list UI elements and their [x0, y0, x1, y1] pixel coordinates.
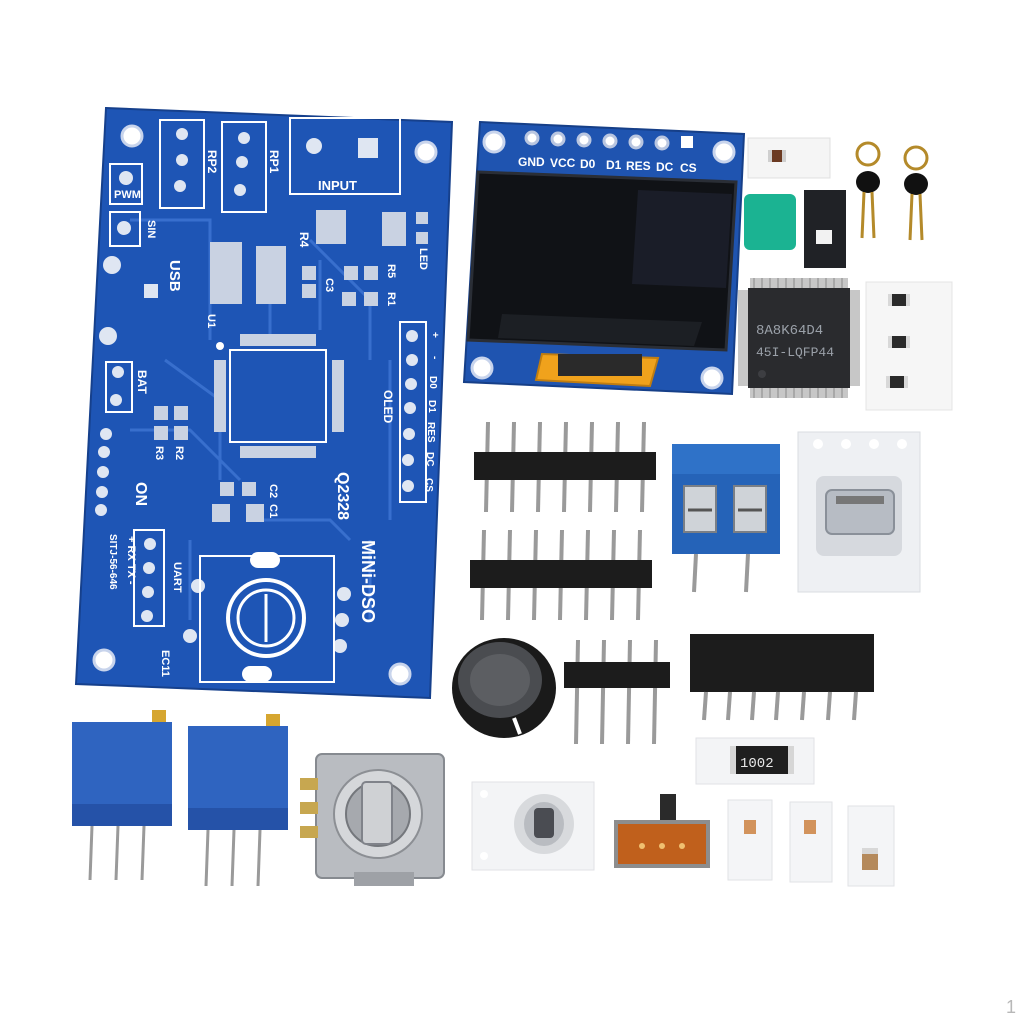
pcb-label-r3: R3	[153, 446, 165, 460]
light-sensor	[471, 781, 595, 871]
pcb-label-oled-pin-5: DC	[424, 452, 435, 466]
smd-resistor-1002: 1002	[695, 737, 815, 785]
oled-pin-label-4: RES	[626, 159, 651, 173]
screw-terminal	[672, 444, 780, 593]
pin-header-7pin-b	[470, 529, 652, 621]
pcb-label-oled-pin-6: CS	[423, 478, 434, 492]
pin-header-7pin-a	[474, 421, 656, 513]
oled-pin-label-0: GND	[518, 155, 545, 169]
pcb-label-u1: U1	[205, 314, 217, 328]
resistor-marking: 1002	[740, 756, 774, 772]
pcb-version: Q2328	[334, 472, 351, 520]
pcb-label-pwm: PWM	[114, 189, 141, 201]
pcb-label-oled-pin-0: +	[429, 332, 440, 338]
pcb-label-c1: C1	[267, 504, 279, 518]
rotary-encoder	[300, 753, 445, 886]
pcb-label-rp2: RP2	[205, 150, 219, 174]
pcb-label-uart-pins: + RX TX -	[125, 536, 137, 585]
pcb-label-sin: SIN	[145, 220, 157, 238]
green-tape-piece	[744, 194, 796, 250]
slide-switch	[614, 794, 710, 868]
smd-capacitor-2	[789, 801, 833, 883]
oled-module: GND VCC D0 D1 RES DC CS	[462, 120, 746, 396]
pcb-title: MiNi-DSO	[358, 540, 378, 623]
mcu-marking-line2: 45I-LQFP44	[756, 345, 834, 360]
pcb-label-r1: R1	[385, 292, 397, 306]
mcu-marking-line1: 8A8K64D4	[756, 323, 823, 339]
smd-capacitor-3	[847, 805, 895, 887]
potentiometer-knob	[452, 638, 556, 738]
pcb-label-usb: USB	[166, 260, 183, 292]
pcb-series-code: SITJ-56-646	[107, 534, 118, 590]
pcb-label-r5: R5	[385, 264, 397, 278]
trimmer-potentiometer-1	[72, 710, 172, 881]
pcb-label-oled-pin-4: RES	[425, 422, 436, 443]
oled-pin-label-3: D1	[606, 158, 622, 172]
led-component	[804, 190, 846, 268]
micro-usb-connector	[797, 431, 921, 593]
smd-capacitor-1	[727, 799, 773, 881]
pcb-label-led: LED	[417, 248, 429, 270]
page-number: 1	[1005, 997, 1016, 1017]
oled-pin-label-5: DC	[656, 160, 674, 174]
pcb-board: PWM SIN USB BAT ON RP2 RP1 INPUT R4 C3 R…	[74, 106, 454, 700]
oled-pin-label-1: VCC	[550, 156, 576, 170]
smd-resistor-strip	[865, 281, 953, 411]
pcb-label-c2: C2	[267, 484, 279, 498]
pcb-label-rp1: RP1	[267, 150, 281, 174]
pcb-label-r2: R2	[173, 446, 185, 460]
pcb-label-on: ON	[132, 482, 149, 506]
crystal-oscillators	[855, 141, 929, 241]
pcb-label-uart: UART	[171, 562, 183, 593]
oled-pin-label-6: CS	[680, 161, 697, 175]
pcb-label-c3: C3	[323, 278, 335, 292]
trimmer-potentiometer-2	[188, 714, 288, 887]
pcb-label-oled-pin-3: D1	[426, 400, 437, 413]
oled-pin-label-2: D0	[580, 157, 596, 171]
pcb-label-oled-pin-1: -	[429, 356, 440, 359]
pcb-label-ec11: EC11	[159, 650, 171, 677]
female-header	[690, 634, 874, 721]
mcu-chip: 8A8K64D4 45I-LQFP44	[738, 278, 860, 398]
smd-capacitor-strip	[747, 137, 831, 179]
pcb-label-bat: BAT	[135, 370, 149, 394]
pcb-label-oled: OLED	[381, 390, 395, 424]
pin-header-4pin	[564, 639, 670, 745]
pcb-label-oled-pin-2: D0	[427, 376, 438, 389]
pcb-label-input: INPUT	[318, 178, 357, 193]
pcb-label-r4: R4	[297, 232, 311, 248]
